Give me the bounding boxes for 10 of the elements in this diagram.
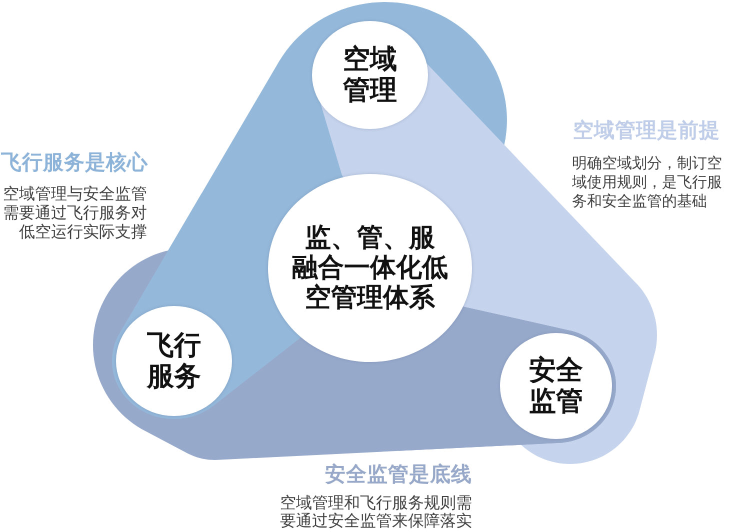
- annotation-heading: 安全监管是底线: [324, 462, 472, 486]
- annotation-heading: 空域管理是前提: [573, 118, 721, 142]
- node-title: 安全监管: [528, 355, 584, 417]
- annotation-text: 空域管理与安全监管需要通过飞行服务对低空运行实际支撑: [2, 184, 147, 241]
- node-title: 空域管理: [342, 44, 398, 106]
- node-title: 飞行服务: [146, 330, 202, 392]
- annotation-heading: 飞行服务是核心: [0, 150, 148, 174]
- node-title: 监、管、服融合一体化低空管理体系: [290, 223, 449, 313]
- annotation-text: 空域管理和飞行服务规则需要通过安全监管来保障落实: [280, 494, 473, 529]
- annotation-text: 明确空域划分，制订空域使用规则，是飞行服务和安全监管的基础: [572, 154, 723, 211]
